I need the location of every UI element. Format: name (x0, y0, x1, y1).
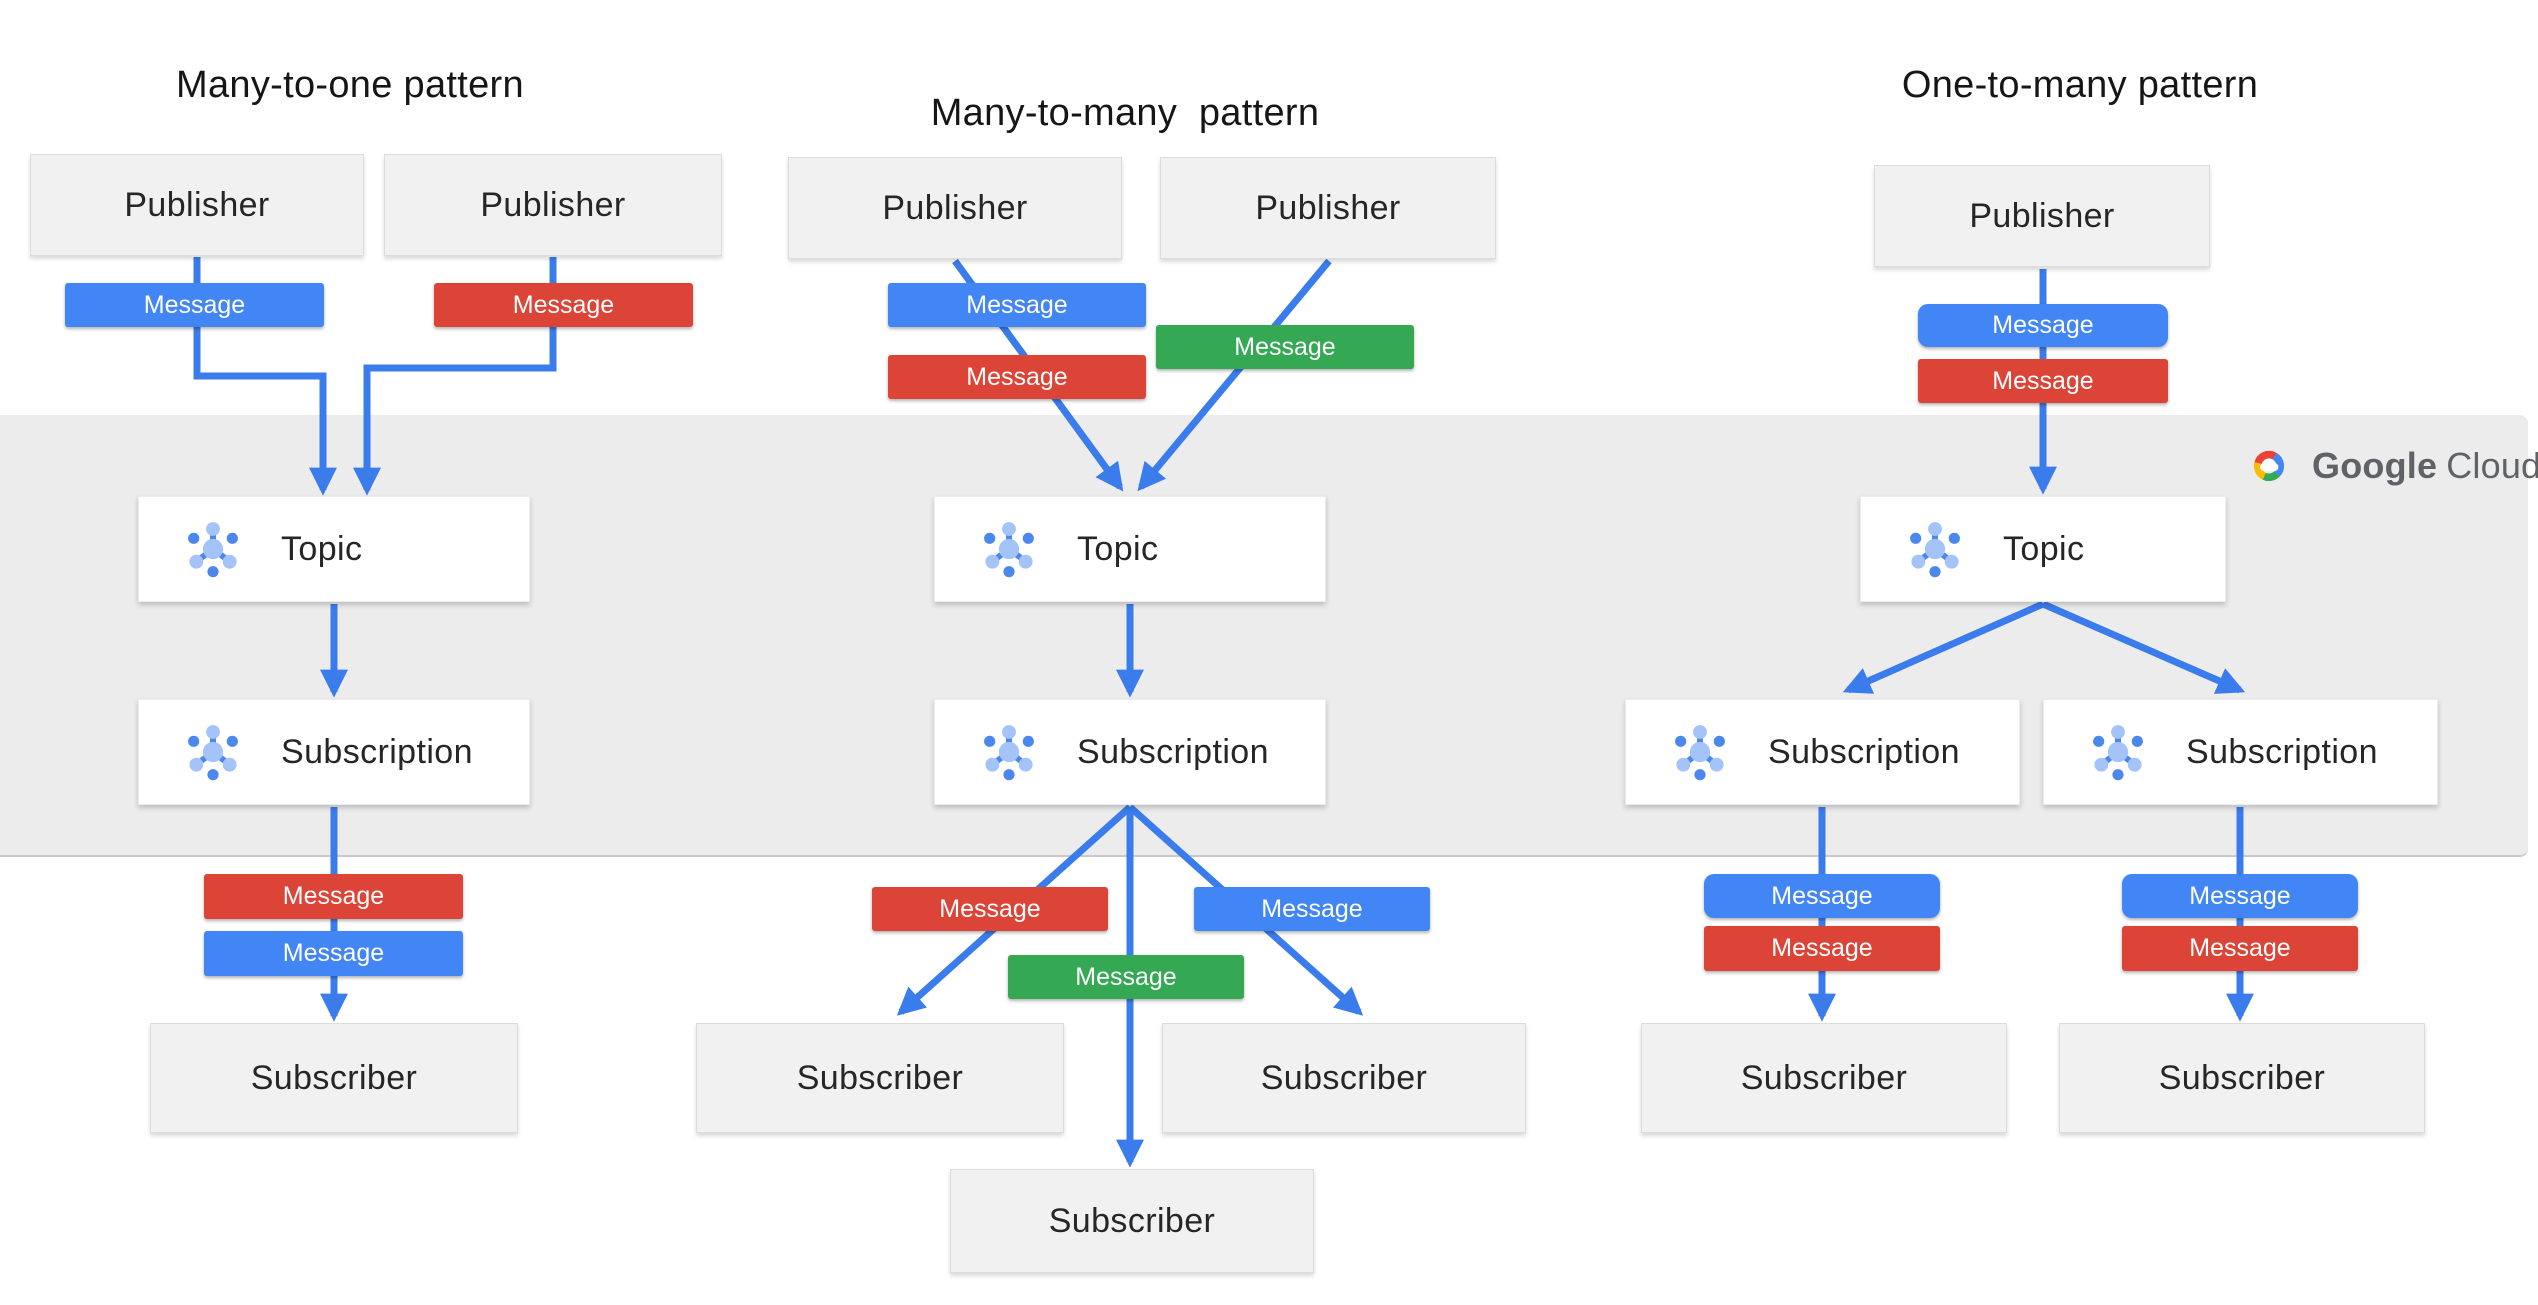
message-label: Message (1234, 332, 1336, 361)
message-badge: Message (1008, 955, 1244, 999)
message-label: Message (939, 894, 1041, 923)
subscription-box: Subscription (1625, 699, 2020, 805)
subscriber-box: Subscriber (696, 1023, 1064, 1133)
message-badge: Message (204, 874, 463, 919)
logo-word-google: Google (2312, 445, 2438, 486)
google-cloud-logo-icon (2253, 450, 2285, 482)
message-badge: Message (1704, 926, 1940, 971)
subscription-label: Subscription (1768, 732, 1960, 771)
arrow-right-topic-to-subscription2 (2041, 600, 2246, 694)
subscriber-label: Subscriber (250, 1058, 418, 1097)
arrow-mid-pub2-to-topic (1137, 258, 1332, 492)
subscriber-box: Subscriber (1162, 1023, 1526, 1133)
pubsub-topic-icon (977, 517, 1041, 581)
subscriber-box: Subscriber (950, 1169, 1314, 1273)
message-label: Message (1992, 366, 2094, 395)
topic-label: Topic (1077, 529, 1159, 568)
subscriber-label: Subscriber (1740, 1058, 1908, 1097)
publisher-label: Publisher (124, 185, 270, 224)
message-badge: Message (65, 283, 324, 327)
message-badge: Message (2122, 926, 2358, 971)
publisher-box: Publisher (1160, 157, 1496, 259)
pubsub-topic-icon (1903, 517, 1967, 581)
message-badge: Message (204, 931, 463, 976)
message-badge: Message (872, 887, 1108, 931)
publisher-box: Publisher (384, 154, 722, 256)
pattern-title: One-to-many pattern (1901, 64, 2259, 106)
subscription-label: Subscription (281, 732, 473, 771)
message-label: Message (143, 290, 246, 319)
message-label: Message (1261, 894, 1363, 923)
pattern-title: Many-to-many pattern (930, 92, 1320, 134)
message-label: Message (1075, 962, 1177, 991)
pubsub-subscription-icon (181, 720, 245, 784)
publisher-label: Publisher (480, 185, 626, 224)
message-label: Message (282, 939, 385, 967)
message-label: Message (2189, 881, 2291, 910)
publisher-box: Publisher (788, 157, 1122, 259)
subscriber-box: Subscriber (150, 1023, 518, 1133)
topic-box: Topic (1860, 496, 2226, 602)
subscriber-box: Subscriber (1641, 1023, 2007, 1133)
pubsub-topic-icon (181, 517, 245, 581)
topic-box: Topic (934, 496, 1326, 602)
message-badge: Message (1704, 874, 1940, 918)
message-badge: Message (1918, 359, 2168, 403)
publisher-label: Publisher (1969, 196, 2115, 235)
pubsub-subscription-icon (1668, 720, 1732, 784)
message-badge: Message (888, 355, 1146, 399)
message-label: Message (966, 362, 1068, 391)
arrow-right-topic-to-subscription1 (1842, 600, 2045, 694)
message-badge: Message (1918, 304, 2168, 347)
message-label: Message (2189, 934, 2291, 962)
subscription-label: Subscription (1077, 732, 1269, 771)
pattern-title: Many-to-one pattern (176, 64, 524, 106)
message-label: Message (1992, 311, 2094, 339)
message-badge: Message (1194, 887, 1430, 931)
subscription-box: Subscription (2043, 699, 2438, 805)
logo-word-cloud: Cloud (2446, 445, 2538, 486)
pubsub-subscription-icon (977, 720, 1041, 784)
pubsub-subscription-icon (2086, 720, 2150, 784)
message-badge: Message (434, 283, 693, 327)
subscriber-label: Subscriber (1260, 1058, 1428, 1097)
subscriber-label: Subscriber (2158, 1058, 2326, 1097)
message-label: Message (966, 290, 1068, 319)
topic-label: Topic (2003, 529, 2085, 568)
subscription-box: Subscription (934, 699, 1326, 805)
topic-box: Topic (138, 496, 530, 602)
message-label: Message (512, 290, 615, 319)
message-badge: Message (2122, 874, 2358, 918)
subscriber-box: Subscriber (2059, 1023, 2425, 1133)
publisher-box: Publisher (1874, 165, 2210, 267)
publisher-label: Publisher (1255, 188, 1401, 227)
subscription-label: Subscription (2186, 732, 2378, 771)
message-badge: Message (1156, 325, 1414, 369)
message-label: Message (1771, 934, 1873, 962)
subscriber-label: Subscriber (796, 1058, 964, 1097)
publisher-label: Publisher (882, 188, 1028, 227)
message-label: Message (1771, 881, 1873, 910)
publisher-box: Publisher (30, 154, 364, 256)
subscriber-label: Subscriber (1048, 1201, 1216, 1240)
message-label: Message (282, 882, 385, 910)
topic-label: Topic (281, 529, 363, 568)
message-badge: Message (888, 283, 1146, 327)
subscription-box: Subscription (138, 699, 530, 805)
